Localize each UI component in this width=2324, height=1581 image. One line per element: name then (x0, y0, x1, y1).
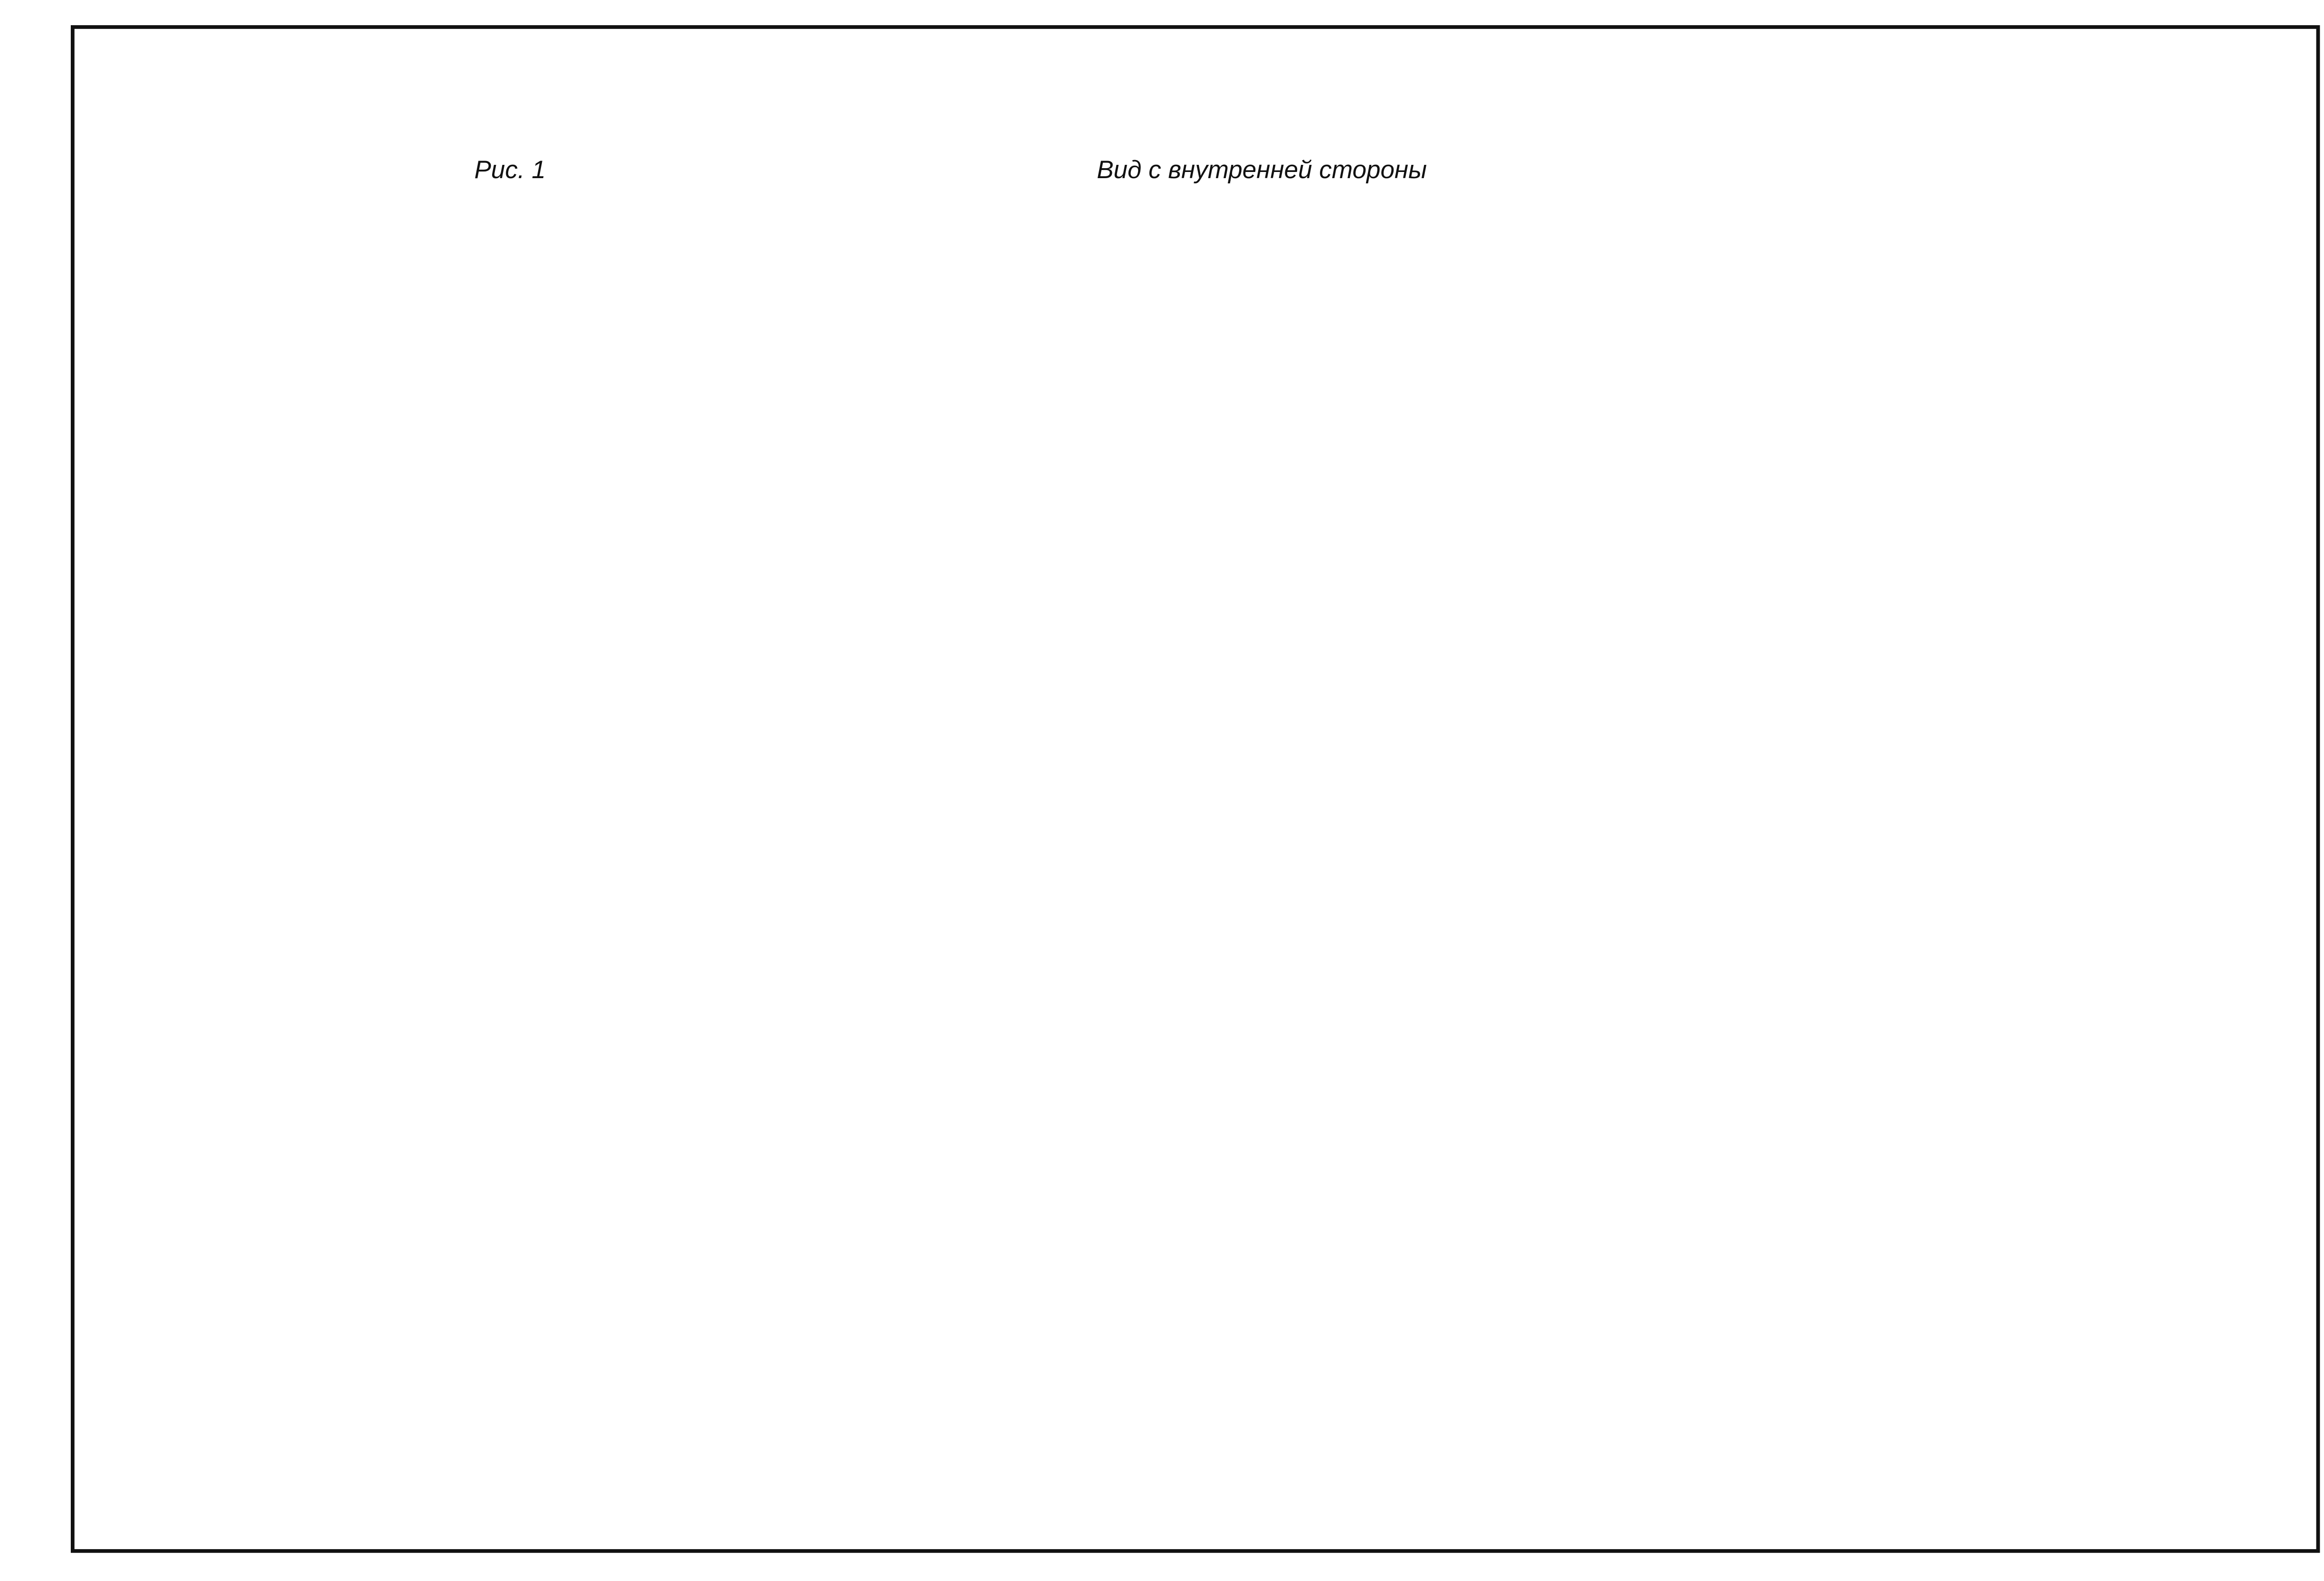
fig1-title: Рис. 1 (474, 156, 546, 184)
inside-view-title: Вид с внутренней стороны (1097, 156, 1427, 184)
